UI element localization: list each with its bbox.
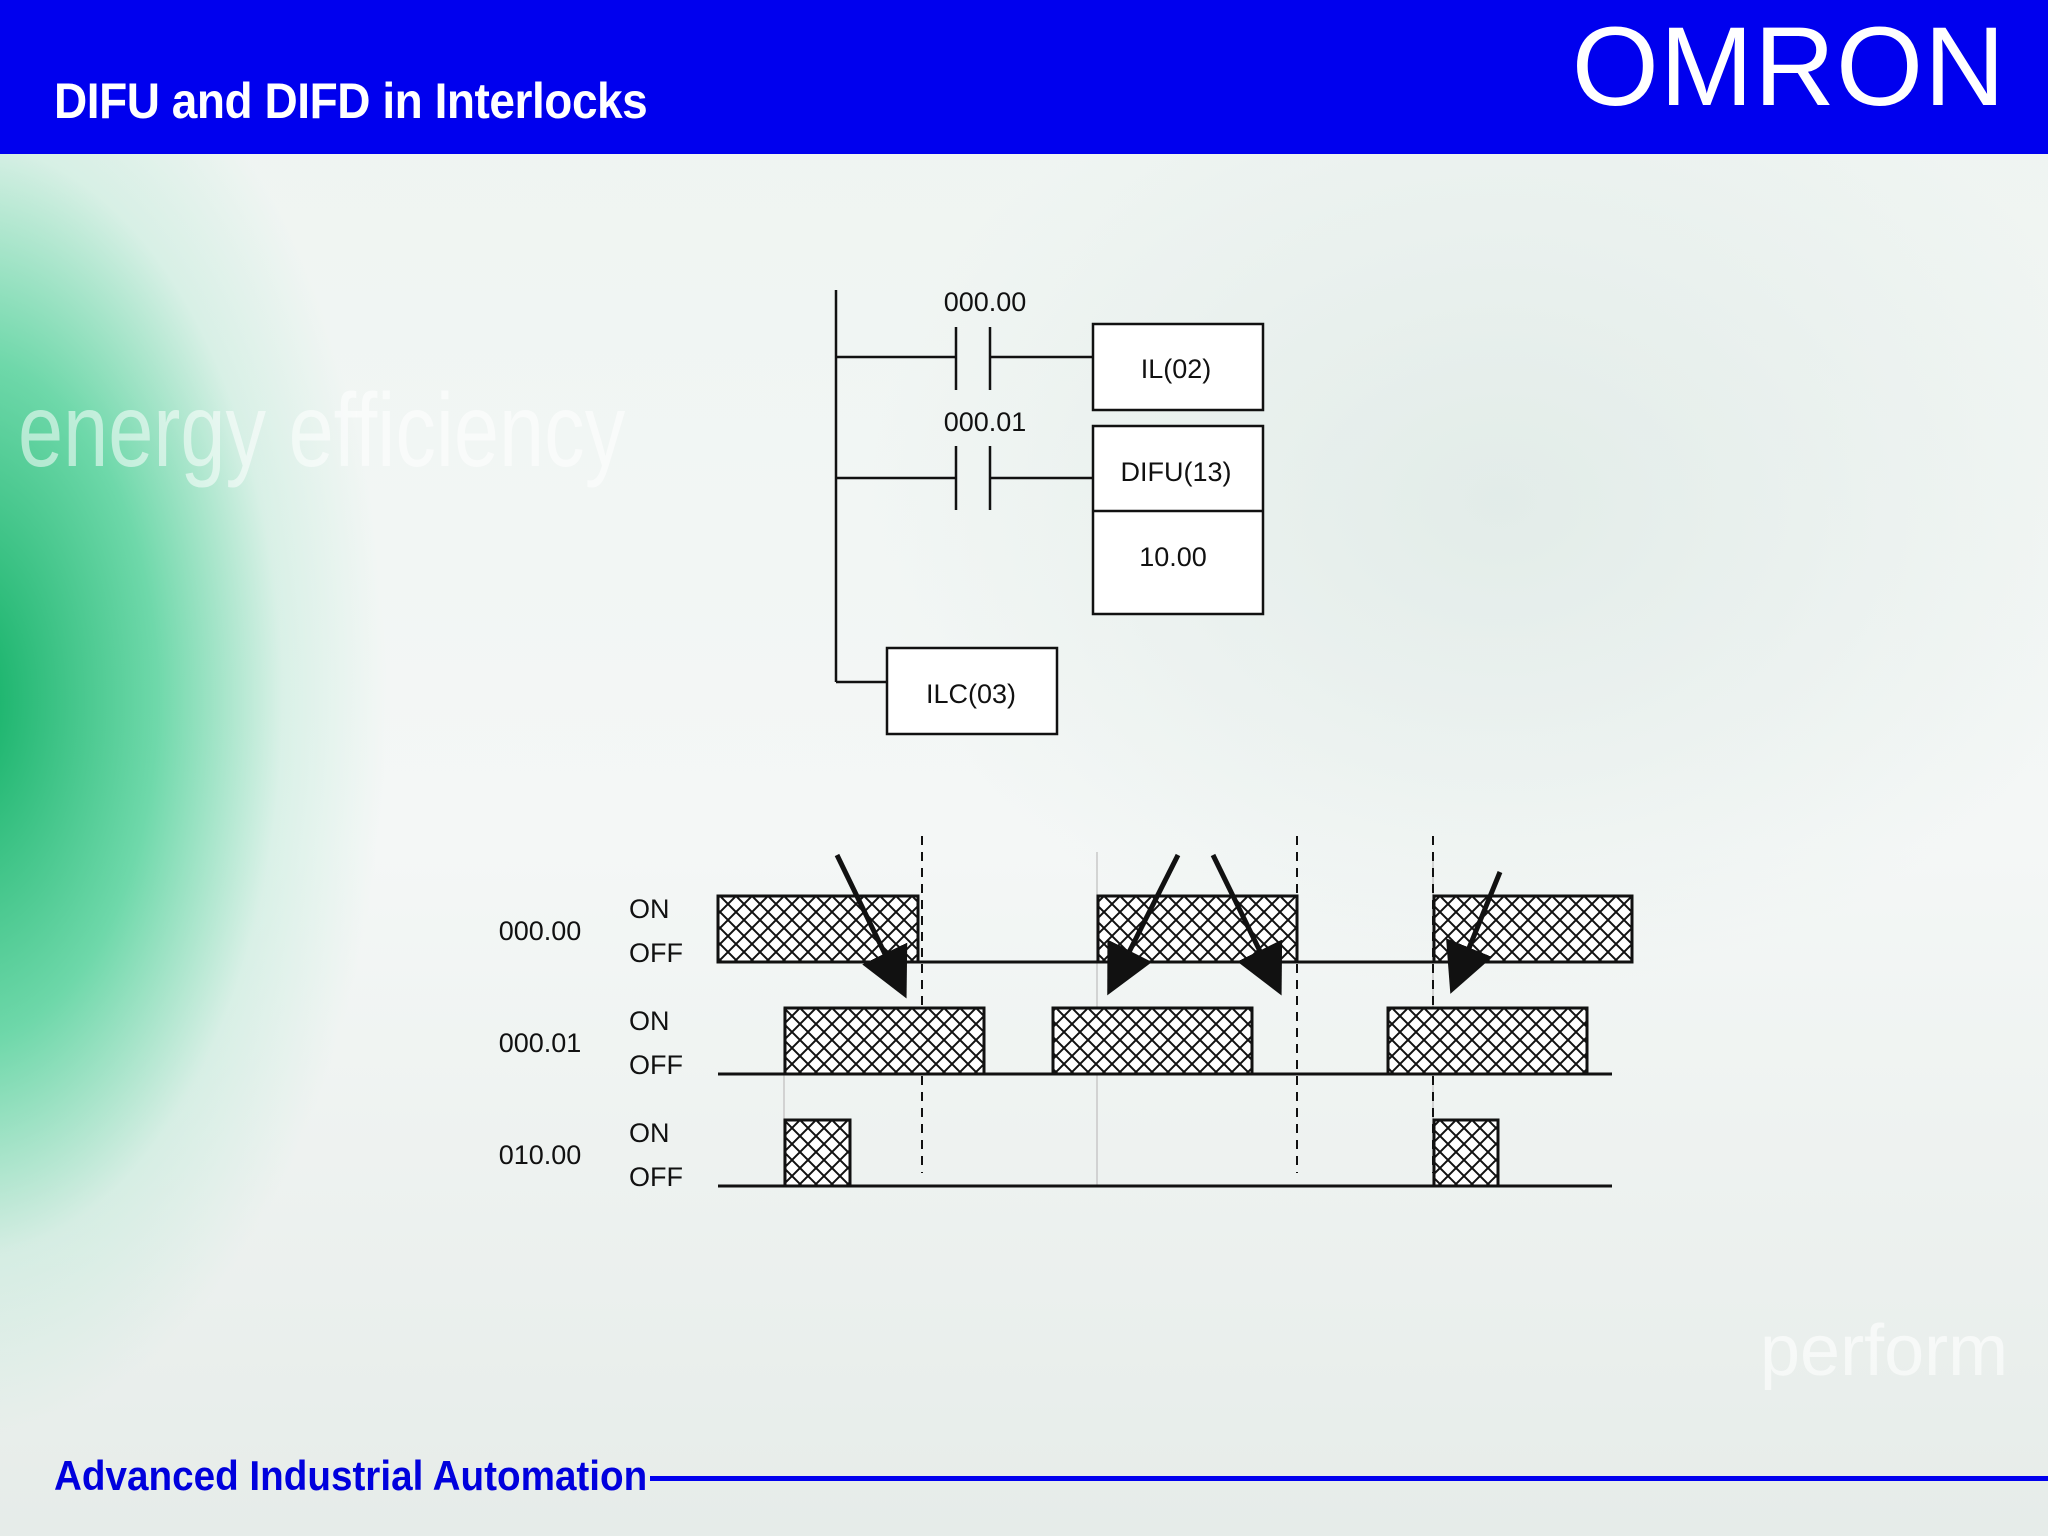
difu-box — [1091, 424, 1265, 616]
signal-1-off-label: OFF — [629, 938, 683, 968]
background-watermark: energy efficiency — [18, 373, 626, 489]
footer-text: Advanced Industrial Automation — [54, 1452, 648, 1499]
transition-arrows — [834, 853, 1503, 999]
brand-logo: OMRON — [1571, 4, 2006, 129]
rung-1 — [836, 322, 1265, 412]
signal-000-01-trace — [718, 1006, 1612, 1076]
header-bar: DIFU and DIFD in Interlocks OMRON — [0, 0, 2048, 154]
pulse — [1051, 1006, 1254, 1076]
signal-3-off-label: OFF — [629, 1162, 683, 1192]
il-box — [1091, 322, 1265, 412]
signal-010-00-trace — [718, 1118, 1612, 1188]
signal-2-on-label: ON — [629, 1006, 670, 1036]
difu-operand: 10.00 — [1139, 542, 1207, 572]
ilc-label: ILC(03) — [926, 679, 1016, 709]
il-label: IL(02) — [1141, 354, 1212, 384]
signal-000-00-trace — [716, 894, 1634, 964]
pulse — [1386, 1006, 1589, 1076]
arrow — [1107, 853, 1181, 996]
background-watermark-2: perform — [1760, 1311, 2009, 1391]
signal-2-label: 000.01 — [499, 1028, 582, 1058]
difu-label: DIFU(13) — [1120, 457, 1231, 487]
ladder-diagram — [834, 290, 1265, 736]
footer-rule — [650, 1476, 2048, 1481]
signal-1-on-label: ON — [629, 894, 670, 924]
contact-1-label: 000.00 — [944, 287, 1027, 317]
signal-3-on-label: ON — [629, 1118, 670, 1148]
pulse — [1432, 1118, 1500, 1188]
signal-3-label: 010.00 — [499, 1140, 582, 1170]
dashed-markers — [921, 836, 1434, 1173]
timing-diagram — [716, 836, 1634, 1188]
pulse — [783, 1006, 986, 1076]
signal-2-off-label: OFF — [629, 1050, 683, 1080]
arrow — [1446, 871, 1503, 994]
pulse — [1432, 894, 1634, 964]
arrow — [834, 853, 908, 999]
arrow — [1210, 853, 1283, 996]
ilc-box — [885, 646, 1059, 736]
slide-title: DIFU and DIFD in Interlocks — [54, 73, 648, 129]
pulse — [716, 894, 920, 964]
contact-2-label: 000.01 — [944, 407, 1027, 437]
rung-2 — [836, 424, 1265, 616]
pulse — [783, 1118, 852, 1188]
rung-3 — [836, 646, 1059, 736]
signal-1-label: 000.00 — [499, 916, 582, 946]
